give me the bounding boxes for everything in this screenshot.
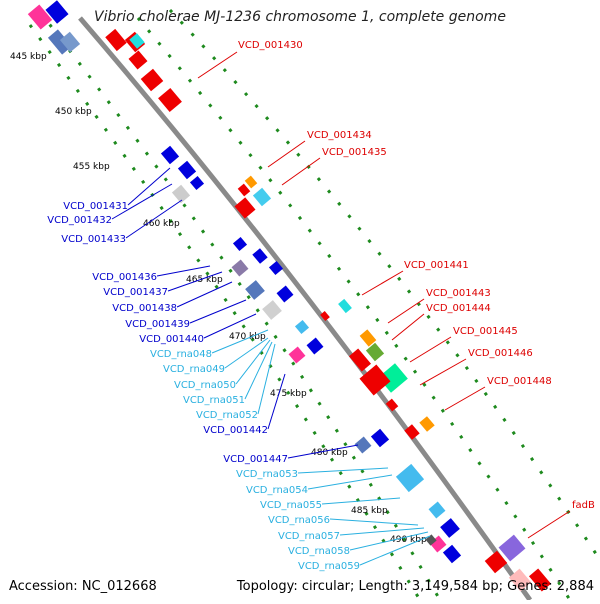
gene-label-red-label: VCD_001443 — [426, 288, 491, 299]
gene-label-blue-label: VCD_001442 — [203, 425, 268, 436]
gene-label-red-leader — [282, 158, 320, 185]
kbp-tick-label: 475 kbp — [270, 389, 307, 399]
gene-blue — [233, 237, 247, 251]
gene-label-red-label: VCD_001441 — [404, 260, 469, 271]
gene-label-cyan-leader — [330, 519, 418, 525]
gene-label-blue-label: VCD_001433 — [61, 234, 126, 245]
gene-blue — [307, 338, 324, 355]
gene-label-red-label: VCD_001446 — [468, 348, 533, 359]
gene-label-red-leader — [362, 271, 403, 295]
gene-label-cyan-leader — [340, 528, 424, 535]
gene-label-blue-label: VCD_001447 — [223, 454, 288, 465]
gene-blue — [252, 248, 267, 264]
gene-orange — [419, 416, 434, 432]
track-dots-4 — [170, 10, 600, 560]
gene-label-blue-label: VCD_001432 — [47, 215, 112, 226]
gene-blue — [161, 146, 179, 164]
gene-blue — [443, 545, 461, 563]
gene-blue — [371, 429, 389, 447]
gene-blue — [178, 161, 196, 179]
gene-red — [485, 551, 508, 574]
map-title: Vibrio cholerae MJ-1236 chromosome 1, co… — [0, 9, 600, 25]
gene-label-red-leader — [392, 314, 424, 340]
gene-lightblue — [295, 320, 309, 334]
gene-label-cyan-label: VCD_rna052 — [196, 410, 258, 421]
gene-purplegray — [232, 260, 249, 277]
gene-label-blue-label: VCD_001438 — [112, 303, 177, 314]
kbp-tick-label: 450 kbp — [55, 107, 92, 117]
gene-label-blue-leader — [128, 168, 170, 205]
gene-label-cyan-label: VCD_rna057 — [278, 531, 340, 542]
gene-label-cyan-label: VCD_rna056 — [268, 515, 330, 526]
gene-label-blue-leader — [268, 374, 285, 429]
gene-lightblue — [396, 464, 424, 492]
gene-blue — [190, 176, 204, 190]
kbp-tick-label: 455 kbp — [73, 162, 110, 172]
gene-label-red-leader — [410, 337, 451, 362]
gene-red — [238, 184, 251, 197]
gene-label-cyan-label: VCD_rna051 — [183, 395, 245, 406]
gene-label-blue-label: VCD_001437 — [103, 287, 168, 298]
gene-label-blue-label: VCD_001431 — [63, 201, 128, 212]
gene-label-cyan-label: VCD_rna055 — [260, 500, 322, 511]
gene-red — [129, 50, 148, 69]
gene-label-blue-leader — [177, 282, 232, 307]
gene-label-cyan-label: VCD_rna050 — [174, 380, 236, 391]
gene-label-blue-label: VCD_001436 — [92, 272, 157, 283]
gene-red — [141, 69, 164, 92]
gene-red — [158, 88, 182, 112]
gene-red — [234, 197, 255, 218]
gene-label-blue-label: VCD_001439 — [125, 319, 190, 330]
gene-lightblue — [253, 188, 271, 206]
gene-label-red-leader — [198, 52, 237, 78]
gene-label-cyan-label: VCD_rna049 — [163, 364, 225, 375]
gene-label-cyan-leader — [298, 468, 388, 473]
gene-label-blue-leader — [190, 300, 246, 323]
kbp-tick-label: 460 kbp — [143, 219, 180, 229]
accession-label: Accession: NC_012668 — [9, 579, 157, 594]
kbp-tick-label: 465 kbp — [186, 275, 223, 285]
gene-label-blue-label: VCD_001440 — [139, 334, 204, 345]
gene-orange — [245, 176, 258, 189]
gene-label-red-label: VCD_001448 — [487, 376, 552, 387]
gene-label-red-leader — [528, 511, 570, 538]
gene-label-red-label: VCD_001435 — [322, 147, 387, 158]
gene-label-red-label: VCD_001430 — [238, 40, 303, 51]
gene-label-cyan-leader — [236, 340, 270, 384]
gene-label-cyan-label: VCD_rna053 — [236, 469, 298, 480]
gene-label-cyan-leader — [322, 498, 400, 504]
gene-label-cyan-label: VCD_rna048 — [150, 349, 212, 360]
gene-label-cyan-label: VCD_rna059 — [298, 561, 360, 572]
gene-blue — [440, 518, 460, 538]
gene-label-red-leader — [445, 387, 485, 410]
gene-label-red-label: fadB — [572, 500, 595, 511]
gene-magenta — [289, 347, 306, 364]
gene-label-red-leader — [388, 299, 424, 323]
gene-lightblue — [429, 502, 446, 519]
gene-label-cyan-leader — [245, 342, 272, 399]
gene-label-red-label: VCD_001445 — [453, 326, 518, 337]
kbp-tick-label: 485 kbp — [351, 506, 388, 516]
gene-gray — [262, 300, 282, 320]
gene-label-cyan-label: VCD_rna058 — [288, 546, 350, 557]
gene-label-red-label: VCD_001434 — [307, 130, 372, 141]
gene-blue — [277, 286, 294, 303]
topology-label: Topology: circular; Length: 3,149,584 bp… — [237, 579, 594, 594]
kbp-tick-label: 445 kbp — [10, 52, 47, 62]
gene-label-red-label: VCD_001444 — [426, 303, 491, 314]
gene-label-red-leader — [420, 359, 466, 385]
gene-label-cyan-label: VCD_rna054 — [246, 485, 308, 496]
gene-cyan — [338, 299, 352, 313]
